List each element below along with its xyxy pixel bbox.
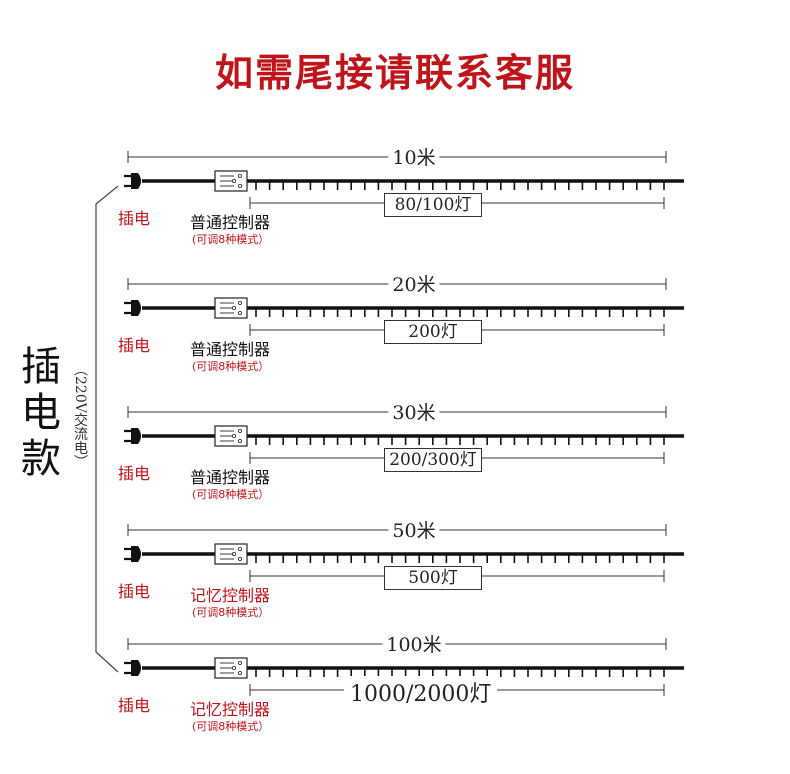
string-diagram (124, 151, 684, 209)
controller-name: 普通控制器 (190, 340, 271, 359)
string-diagram (124, 524, 684, 582)
controller-name: 记忆控制器 (190, 700, 271, 719)
length-label: 50米 (388, 518, 440, 544)
plug-label: 插电 (118, 336, 151, 355)
bulb-count: 80/100灯 (384, 193, 482, 217)
plug-icon (131, 300, 141, 316)
controller-switch-knob (237, 671, 242, 676)
plug-label: 插电 (118, 696, 151, 715)
light-string-row: 20米 200灯插电 普通控制器(可调8种模式） (0, 272, 790, 392)
bulb-count: 200灯 (384, 320, 482, 344)
length-label: 100米 (382, 632, 446, 658)
plug-prong (124, 174, 131, 188)
plug-icon (131, 660, 141, 676)
controller-switch-knob (237, 184, 242, 189)
bulb-count: 500灯 (384, 566, 482, 590)
page-title: 如需尾接请联系客服 (214, 51, 575, 95)
length-label: 10米 (388, 145, 440, 171)
light-string-row: 10米 80/100灯插电 普通控制器(可调8种模式） (0, 145, 790, 265)
length-label: 30米 (388, 400, 440, 426)
plug-label: 插电 (118, 209, 151, 228)
plug-icon (131, 173, 141, 189)
controller-name: 记忆控制器 (190, 586, 271, 605)
controller-switch-knob (237, 660, 242, 665)
controller-name: 普通控制器 (190, 468, 271, 487)
controller-switch-knob (231, 666, 236, 671)
controller-note: (可调8种模式） (192, 720, 270, 733)
controller-switch-knob (231, 179, 236, 184)
controller-switch-knob (237, 428, 242, 433)
plug-icon (131, 546, 141, 562)
controller-note: (可调8种模式） (192, 606, 270, 619)
plug-prong (124, 547, 131, 561)
plug-icon (131, 428, 141, 444)
bulb-count: 1000/2000灯 (344, 676, 498, 708)
controller-switch-knob (237, 546, 242, 551)
controller-switch-knob (231, 434, 236, 439)
plug-prong (124, 301, 131, 315)
side-title: 插电款 (21, 344, 61, 482)
plug-prong (124, 429, 131, 443)
bulb-count: 200/300灯 (384, 448, 482, 472)
controller-switch-knob (237, 439, 242, 444)
controller-switch-knob (231, 306, 236, 311)
controller-switch-knob (237, 173, 242, 178)
light-string-row: 30米 200/300灯插电 普通控制器(可调8种模式） (0, 400, 790, 520)
controller-switch-knob (237, 300, 242, 305)
side-note: （220V交流电） (72, 362, 88, 469)
plug-prong (124, 661, 131, 675)
light-string-row: 50米 500灯插电 记忆控制器(可调8种模式） (0, 518, 790, 638)
controller-switch-knob (237, 557, 242, 562)
controller-name: 普通控制器 (190, 213, 271, 232)
controller-switch-knob (237, 311, 242, 316)
light-string-row: 100米 1000/2000灯插电 记忆控制器(可调8种模式） (0, 632, 790, 752)
controller-note: (可调8种模式） (192, 233, 270, 246)
plug-label: 插电 (118, 582, 151, 601)
plug-label: 插电 (118, 464, 151, 483)
length-label: 20米 (388, 272, 440, 298)
controller-switch-knob (231, 552, 236, 557)
controller-note: (可调8种模式） (192, 488, 270, 501)
controller-note: (可调8种模式） (192, 360, 270, 373)
